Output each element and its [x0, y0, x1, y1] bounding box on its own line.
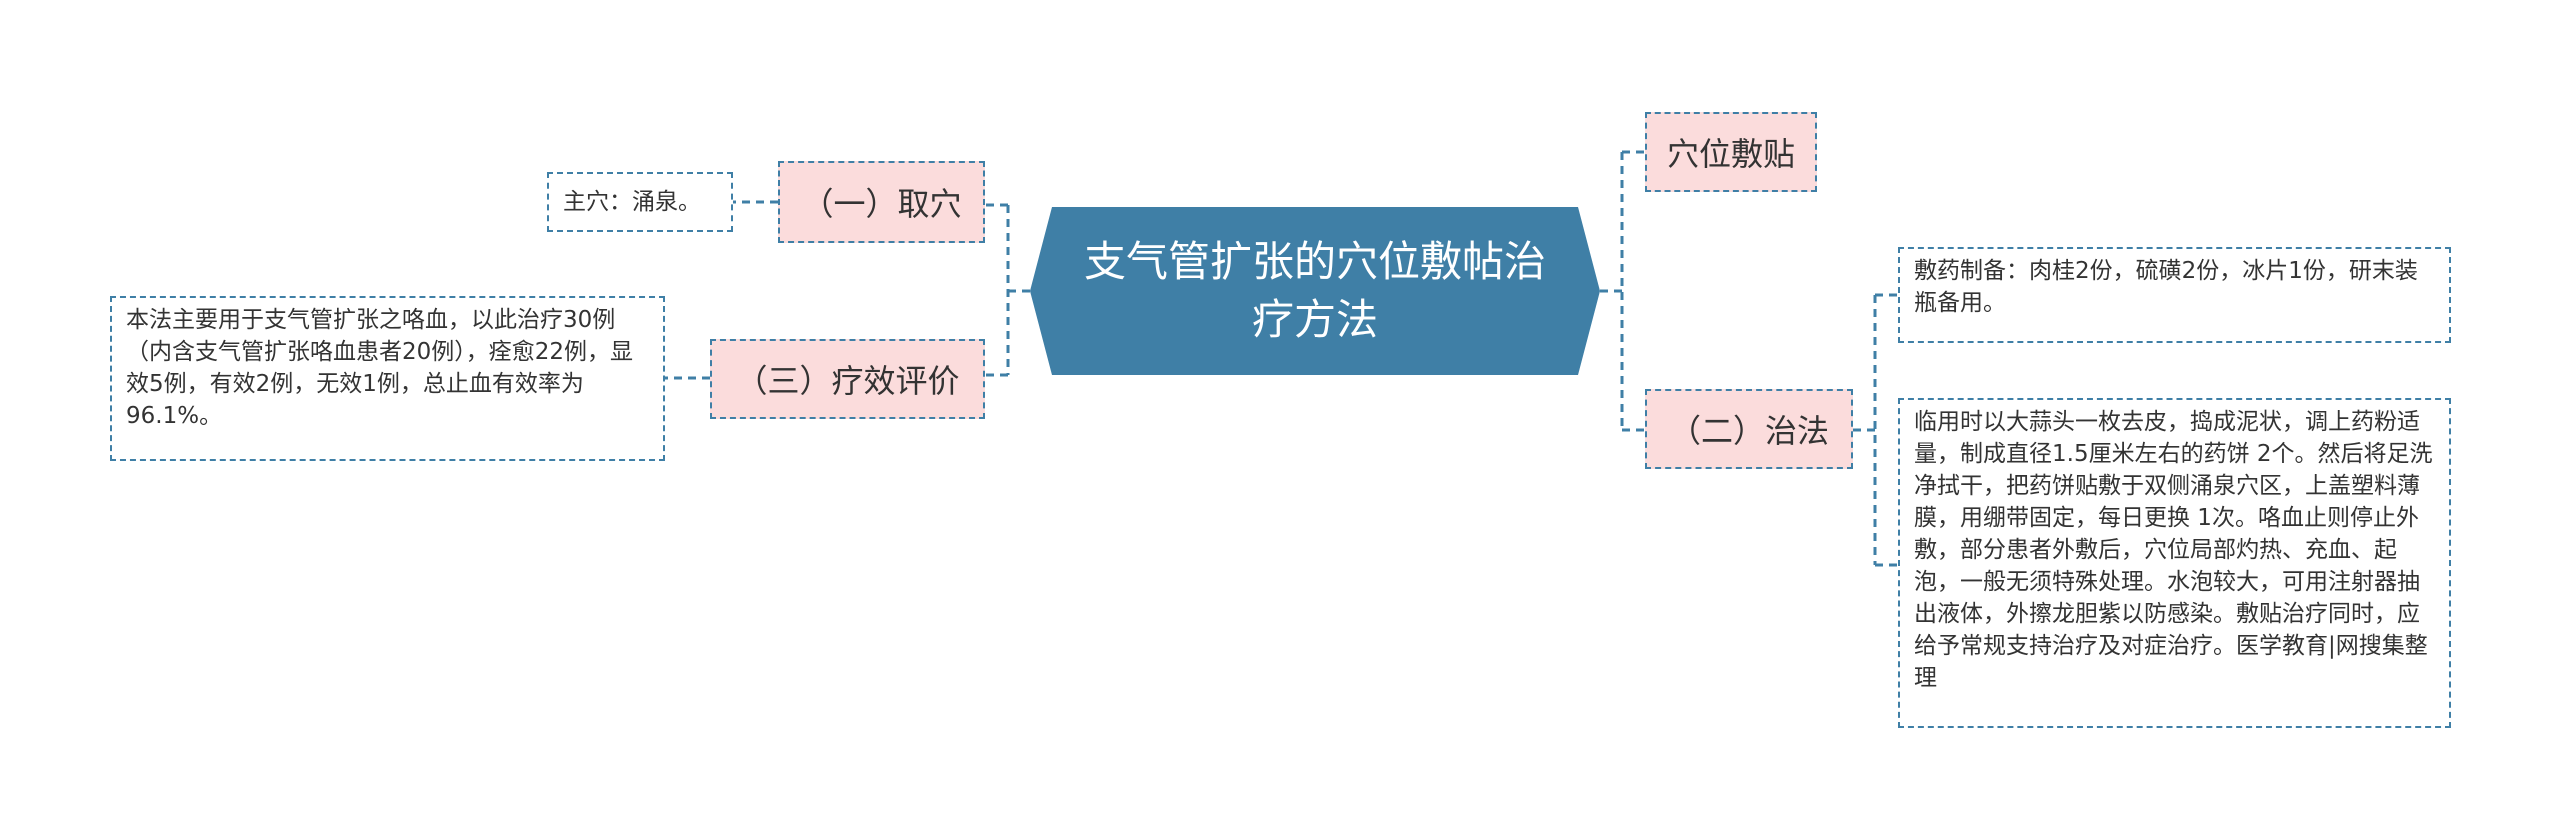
leaf-text: 敷药制备：肉桂2份，硫磺2份，冰片1份，研末装瓶备用。 — [1914, 258, 2418, 316]
central-title: 支气管扩张的穴位敷帖治疗方法 — [1083, 237, 1546, 344]
branch-label: （二）治法 — [1668, 412, 1829, 450]
central-topic: 支气管扩张的穴位敷帖治疗方法 — [1030, 207, 1600, 375]
branch-label: （一）取穴 — [801, 185, 962, 223]
branch-label: 穴位敷贴 — [1666, 135, 1795, 173]
branch-acupoint-selection: （一）取穴 — [778, 161, 985, 243]
central-shape — [1030, 207, 1600, 375]
branch-efficacy-evaluation: （三）疗效评价 — [710, 339, 985, 419]
leaf-medicine-preparation: 敷药制备：肉桂2份，硫磺2份，冰片1份，研末装瓶备用。 — [1898, 247, 2451, 343]
leaf-text: 主穴：涌泉。 — [563, 189, 701, 215]
leaf-application-procedure: 临用时以大蒜头一枚去皮，捣成泥状，调上药粉适量，制成直径1.5厘米左右的药饼 2… — [1898, 398, 2451, 728]
leaf-text: 本法主要用于支气管扩张之咯血，以此治疗30例（内含支气管扩张咯血患者20例），痊… — [126, 307, 634, 429]
branch-acupoint-application: 穴位敷贴 — [1645, 112, 1817, 192]
branch-treatment-method: （二）治法 — [1645, 389, 1853, 469]
leaf-efficacy-detail: 本法主要用于支气管扩张之咯血，以此治疗30例（内含支气管扩张咯血患者20例），痊… — [110, 296, 665, 461]
leaf-main-acupoint: 主穴：涌泉。 — [547, 172, 733, 232]
leaf-text: 临用时以大蒜头一枚去皮，捣成泥状，调上药粉适量，制成直径1.5厘米左右的药饼 2… — [1914, 409, 2433, 691]
branch-label: （三）疗效评价 — [735, 362, 960, 400]
